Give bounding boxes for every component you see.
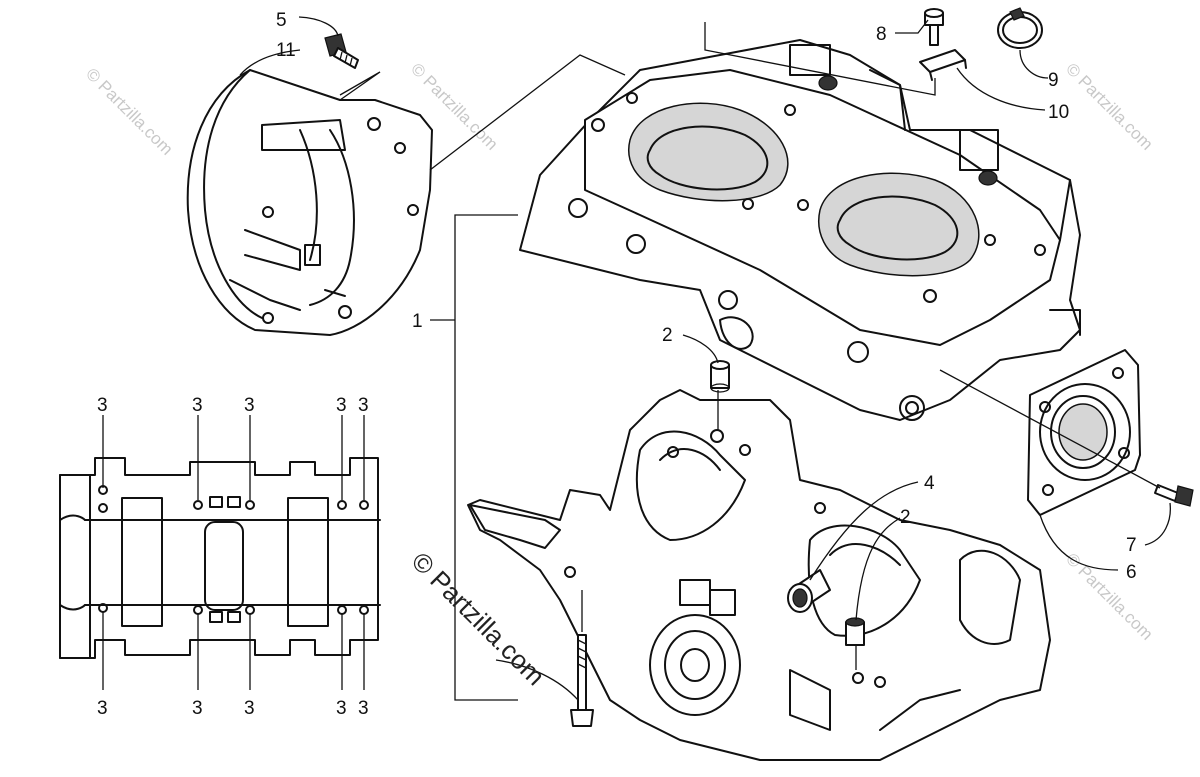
callout-9: 9 <box>1048 70 1059 91</box>
bolt-part-5 <box>324 33 359 69</box>
seal-plate-part-6 <box>1027 349 1141 516</box>
callout-3-top-5: 3 <box>358 395 369 416</box>
callout-10: 10 <box>1048 102 1069 123</box>
callout-4: 4 <box>924 473 935 494</box>
callout-2-upper: 2 <box>662 325 673 346</box>
callout-3-bottom-2: 3 <box>192 698 203 719</box>
callout-11: 11 <box>276 40 296 61</box>
flywheel-cover-part <box>186 69 433 336</box>
bushing-part-4 <box>787 569 831 613</box>
callout-5: 5 <box>276 10 287 31</box>
clip-part-10 <box>919 49 967 81</box>
callout-2-lower: 2 <box>900 507 911 528</box>
callout-3-bottom-1: 3 <box>97 698 108 719</box>
callout-1: 1 <box>412 311 423 332</box>
upper-crankcase-part <box>519 39 1081 421</box>
watermark-main: © Partzilla.com <box>406 546 551 691</box>
long-bolt-part <box>570 634 594 727</box>
clamp-part-9 <box>997 7 1043 49</box>
bottom-view-inset <box>59 457 381 659</box>
callout-3-top-1: 3 <box>97 395 108 416</box>
callout-7: 7 <box>1126 535 1137 556</box>
watermark-faint-3: © Partzilla.com <box>1062 59 1156 153</box>
callout-3-bottom-3: 3 <box>244 698 255 719</box>
dowel-pin-part-2a <box>710 360 730 393</box>
callout-3-bottom-5: 3 <box>358 698 369 719</box>
callout-3-top-2: 3 <box>192 395 203 416</box>
callout-3-top-3: 3 <box>244 395 255 416</box>
watermark-faint-1: © Partzilla.com <box>82 64 176 158</box>
callout-labels: 5 11 8 9 10 1 2 4 2 7 6 3 3 3 3 3 3 3 3 … <box>97 10 1137 719</box>
callout-6: 6 <box>1126 562 1137 583</box>
callout-3-top-4: 3 <box>336 395 347 416</box>
bolt-part-7 <box>1154 484 1194 507</box>
dowel-pin-part-2b <box>845 617 865 646</box>
leader-lines <box>102 16 1171 701</box>
callout-8: 8 <box>876 24 887 45</box>
lower-crankcase-part <box>467 389 1051 761</box>
screw-part-8 <box>924 8 944 46</box>
callout-3-bottom-4: 3 <box>336 698 347 719</box>
watermark-faint-6: © Partzilla.com <box>1062 549 1156 643</box>
